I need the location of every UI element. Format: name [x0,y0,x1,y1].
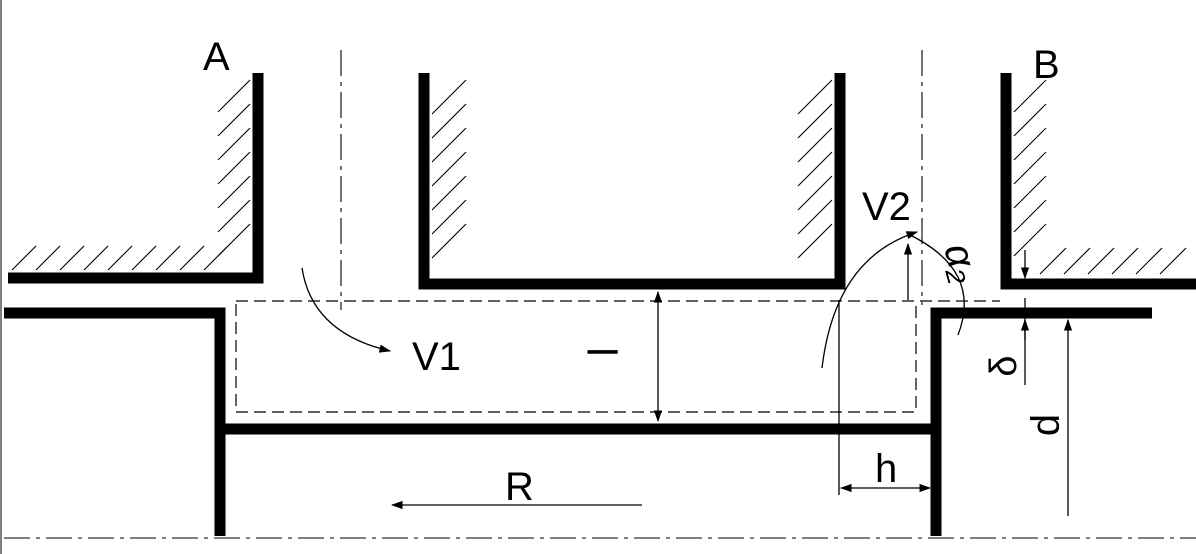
hatch-stroke [1135,247,1163,275]
hatch-stroke [83,245,109,271]
hatch-left-wall [217,79,251,257]
hatch-stroke [1013,223,1047,257]
hatch-stroke [107,245,133,271]
label-r: R [505,465,534,509]
flow-arrow-v2 [821,231,919,369]
hatch-stroke [431,127,467,163]
hatch-stroke [35,245,61,271]
hatch-stroke [431,151,467,187]
hatch-stroke [797,151,833,187]
hatch-stroke [797,199,833,235]
hatch-stroke [1111,247,1139,275]
hatch-stroke [431,199,467,235]
hatch-stroke [1013,127,1047,161]
wall-middle-housing [418,73,846,290]
hatch-stroke [131,245,157,271]
label-alpha2: α₂ [935,239,987,287]
wall-rotor-right [930,307,1152,536]
hatch-stroke [217,199,251,233]
hatch-left-floor [11,245,229,271]
wall-left-housing [8,73,264,284]
hatch-stroke [1063,247,1091,275]
hatch-stroke [797,175,833,211]
label-v1: V1 [412,335,461,379]
hatch-stroke [797,103,833,139]
label-b: B [1033,43,1060,87]
hatch-stroke [1013,103,1047,137]
wall-rotor-left [4,307,226,536]
hatch-stroke [217,223,251,257]
hatch-stroke [217,127,251,161]
hatch-stroke [1013,151,1047,185]
flow-arrow-v1 [301,267,392,353]
hatch-stroke [179,245,205,271]
hatch-stroke [155,245,181,271]
hatch-stroke [217,175,251,209]
hatch-stroke [1087,247,1115,275]
hatch-right-wall [1013,79,1047,257]
label-d: d [1024,414,1068,436]
label-a: A [203,35,230,79]
hatch-stroke [1013,79,1047,113]
hatch-stroke [59,245,85,271]
cavity-dashed-outline [235,304,917,413]
hatch-middle-right-wall [797,79,833,259]
hatch-stroke [797,223,833,259]
label-delta: δ [983,355,1025,376]
hatch-stroke [1013,199,1047,233]
label-h: h [875,447,897,491]
angle-arc-alpha2 [907,233,965,336]
hatch-stroke [11,245,37,271]
hatch-stroke [1013,175,1047,209]
hatch-stroke [217,79,251,113]
label-v2: V2 [862,185,911,229]
hatch-stroke [1039,247,1067,275]
hatch-stroke [431,79,467,115]
hatch-middle-left-wall [431,79,467,259]
hatch-stroke [217,151,251,185]
hatch-stroke [797,127,833,163]
hatch-stroke [431,103,467,139]
wall-right-housing [1000,73,1196,290]
label-l: l [580,347,627,356]
hatch-stroke [217,103,251,137]
hatch-stroke [431,175,467,211]
hatch-right-floor [1039,247,1187,275]
hatch-stroke [797,79,833,115]
hatch-stroke [1159,247,1187,275]
hatch-stroke [431,223,467,259]
